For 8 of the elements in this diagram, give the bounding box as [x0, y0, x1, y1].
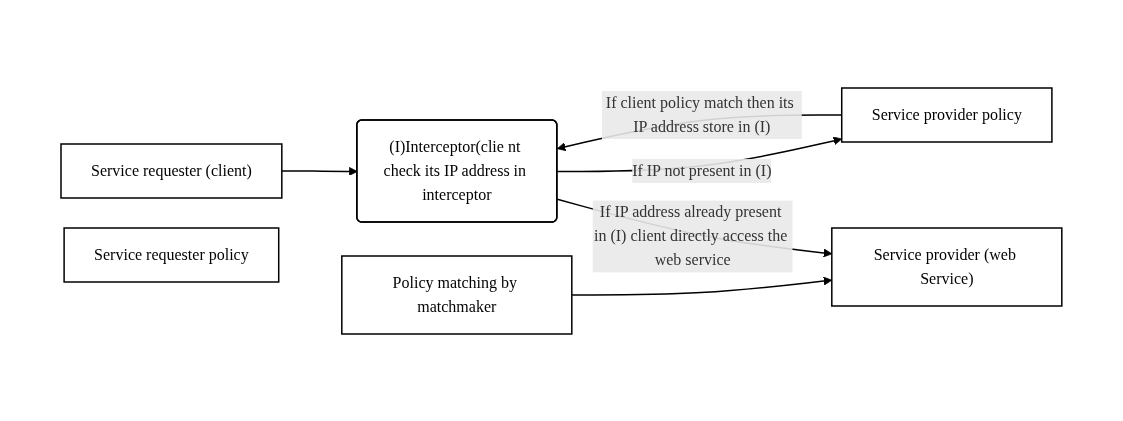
edge-label: If IP not present in (I) [632, 161, 772, 179]
node-box: Service requester (client) [60, 142, 283, 199]
edge-label: If client policy match then its IP address store in (I) [605, 93, 794, 135]
edge-label: If IP address already present in (I) client directly access the web service [594, 202, 788, 268]
node-box: Service provider policy [841, 86, 1053, 143]
node-box: Service provider (web Service) [831, 226, 1063, 307]
node-box: Service requester policy [63, 226, 280, 283]
node-box: Policy matching by matchmaker [341, 254, 573, 335]
